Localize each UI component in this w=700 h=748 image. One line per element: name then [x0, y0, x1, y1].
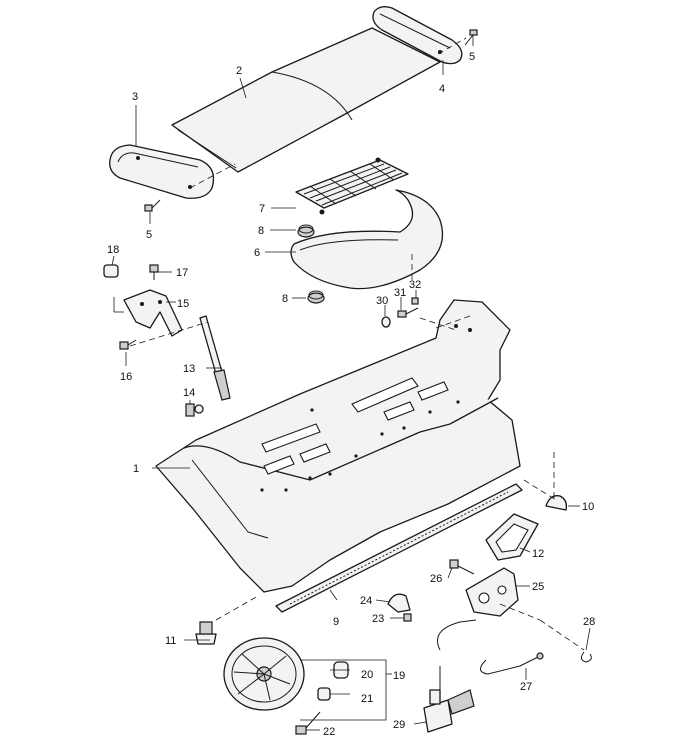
callout-11: 11 — [165, 635, 176, 647]
part-1-rear-lid — [155, 299, 521, 593]
callout-8-upper: 8 — [258, 225, 264, 237]
part-12-seal-frame — [485, 513, 539, 561]
callout-labels: 1 2 3 4 5 5 6 7 8 8 9 10 11 12 13 14 15 … — [107, 51, 595, 738]
part-26-bolt — [449, 559, 475, 575]
callout-12: 12 — [532, 548, 544, 560]
part-22-screw — [295, 711, 321, 735]
callout-7: 7 — [259, 203, 265, 215]
part-31-bolt — [397, 307, 419, 318]
part-28-clip — [580, 651, 592, 663]
callout-8-lower: 8 — [282, 293, 288, 305]
callout-29: 29 — [393, 719, 405, 731]
part-15-hinge-bracket — [123, 289, 183, 337]
callout-5-left: 5 — [146, 229, 152, 241]
part-6-spoiler-lip — [290, 189, 444, 290]
part-8-grommet-lower — [307, 290, 325, 304]
part-29-actuator — [423, 689, 475, 733]
part-19-fan-assembly — [223, 637, 305, 711]
callout-22: 22 — [323, 726, 335, 738]
callout-4: 4 — [439, 83, 445, 95]
callout-6: 6 — [254, 247, 260, 259]
part-5-screw-top — [464, 29, 478, 46]
part-27-release-cable — [437, 619, 544, 690]
assembly-guide-lines — [129, 37, 585, 651]
callout-30: 30 — [376, 295, 388, 307]
callout-28: 28 — [583, 616, 595, 628]
part-23-screw — [403, 613, 412, 622]
part-9-seal-strip — [275, 483, 523, 613]
callout-21: 21 — [361, 693, 373, 705]
callout-26: 26 — [430, 573, 442, 585]
part-24-clip — [387, 593, 411, 613]
part-21-bushing — [317, 687, 331, 701]
part-8-grommet-upper — [297, 224, 315, 238]
callout-27: 27 — [520, 681, 532, 693]
callout-18: 18 — [107, 244, 119, 256]
part-16-bolt — [119, 339, 137, 350]
part-3-left-end-cap — [109, 144, 215, 199]
part-11-buffer — [195, 621, 217, 645]
callout-17: 17 — [176, 267, 188, 279]
part-13-gas-strut — [199, 315, 231, 401]
part-4-right-end-cap — [372, 6, 463, 65]
callout-16: 16 — [120, 371, 132, 383]
part-14-ball-stud — [185, 403, 204, 417]
part-7-mesh-grille — [295, 157, 409, 215]
callout-31: 31 — [394, 287, 406, 299]
callout-1: 1 — [133, 463, 139, 475]
callout-15: 15 — [177, 298, 189, 310]
callout-5-top: 5 — [469, 51, 475, 63]
callout-10: 10 — [582, 501, 594, 513]
part-10-bump-stop — [545, 495, 568, 511]
callout-25: 25 — [532, 581, 544, 593]
part-30-washer — [381, 316, 391, 328]
part-25-latch — [465, 567, 519, 617]
callout-23: 23 — [372, 613, 384, 625]
leader-lines — [111, 35, 591, 731]
part-2-cover-panel — [171, 27, 441, 173]
part-5-screw-left — [144, 199, 161, 212]
part-17-bolt — [149, 264, 159, 280]
callout-32: 32 — [409, 279, 421, 291]
callout-24: 24 — [360, 595, 372, 607]
callout-9: 9 — [333, 616, 339, 628]
callout-2: 2 — [236, 65, 242, 77]
callout-14: 14 — [183, 387, 195, 399]
callout-20: 20 — [361, 669, 373, 681]
part-18-cap — [103, 264, 119, 278]
callout-3: 3 — [132, 91, 138, 103]
part-32-nut — [411, 297, 419, 305]
callout-19: 19 — [393, 670, 405, 682]
callout-13: 13 — [183, 363, 195, 375]
